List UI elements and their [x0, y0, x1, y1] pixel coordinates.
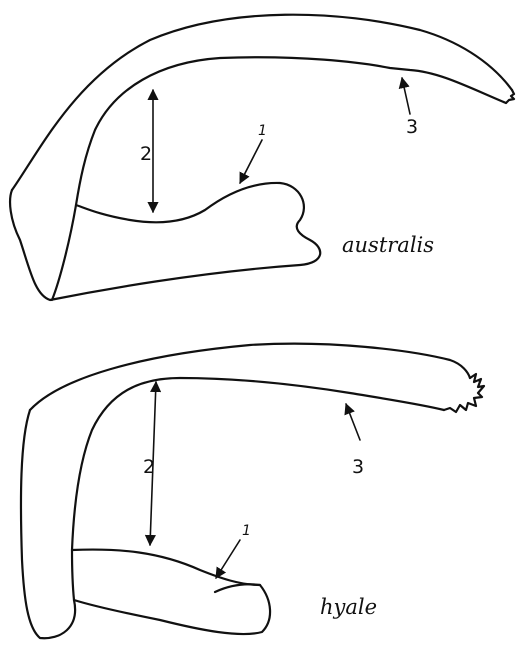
hyale-arrow-1 [216, 540, 240, 578]
hyale-lobe [72, 550, 270, 635]
hyale-arm-inner [72, 378, 444, 550]
hyale-lobe-edge [215, 584, 260, 592]
hyale-arrow-3 [346, 404, 360, 440]
hyale-species-label: hyale [320, 595, 377, 619]
australis-label-1: 1 [258, 123, 267, 139]
hyale-label-2: 2 [143, 456, 155, 478]
australis-arm-tip [506, 90, 514, 103]
australis-arm-inner [76, 57, 506, 205]
australis-label-2: 2 [140, 143, 152, 165]
hyale-arm-tip [444, 374, 484, 412]
australis-figure: 2 1 3 australis [10, 15, 514, 300]
hyale-arm-outer [30, 344, 470, 410]
australis-arm-outer [12, 15, 512, 190]
australis-label-3: 3 [406, 116, 418, 138]
australis-arrow-1 [240, 140, 262, 183]
hyale-figure: 2 1 3 hyale [21, 344, 484, 639]
australis-species-label: australis [342, 233, 434, 257]
australis-valve-body [10, 183, 320, 300]
hyale-label-1: 1 [242, 523, 251, 539]
hyale-label-3: 3 [352, 456, 364, 478]
hyale-valve-body [21, 410, 75, 638]
australis-arrow-3 [402, 78, 410, 114]
